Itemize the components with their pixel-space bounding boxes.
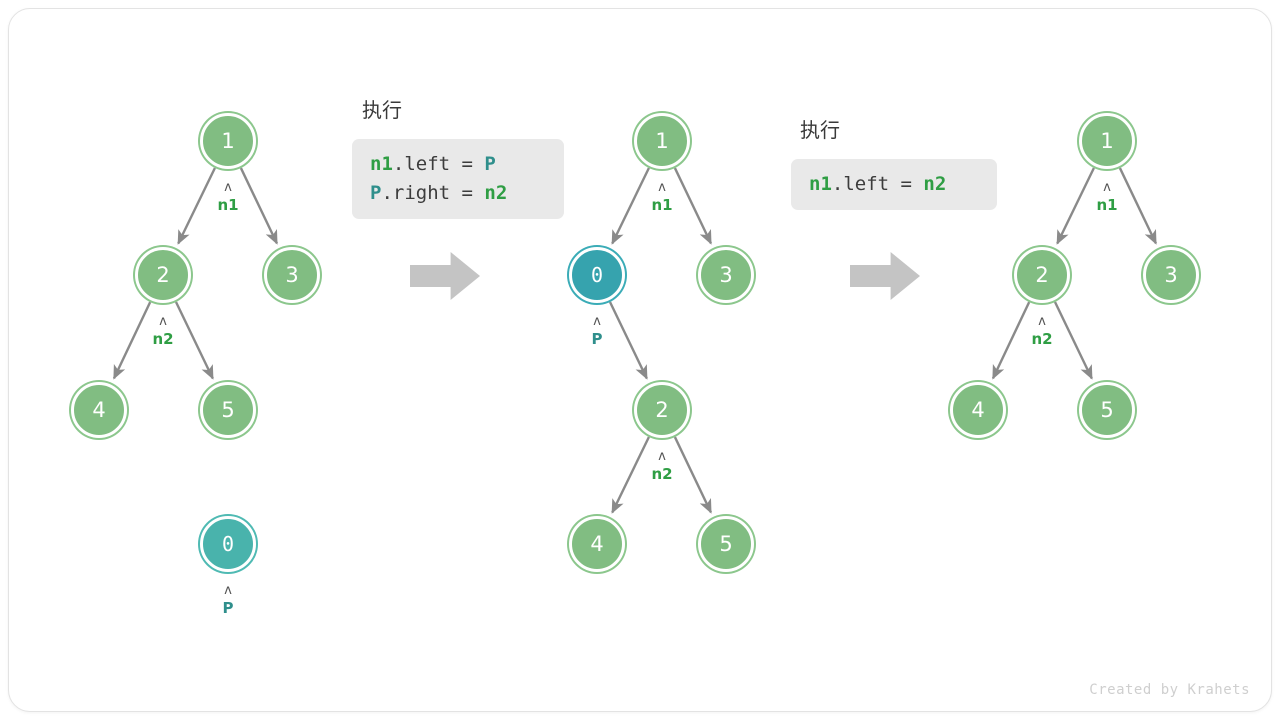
pointer-label-text: n2 [651,465,673,483]
caret-icon: ʌ [1038,314,1046,329]
tree-node: 0 [569,247,625,303]
step-2-title: 执行 [362,98,402,122]
code-line: n1.left = n2 [809,170,979,199]
tree-edge [239,167,278,245]
code-token: P [484,153,496,175]
tree-edge [112,301,152,380]
tree-node: 3 [1143,247,1199,303]
caret-icon: ʌ [224,583,232,598]
tree-edge [1053,301,1093,380]
tree-node: 2 [135,247,191,303]
node-value: 4 [92,397,106,422]
flow-arrow-2 [850,252,920,300]
tree-node: 0 [200,516,256,572]
tree-node: 4 [71,382,127,438]
node-value: 4 [971,397,985,422]
step-3-code-box: n1.left = n2 [791,159,997,210]
tree-node: 5 [1079,382,1135,438]
node-value: 3 [1164,262,1178,287]
pointer-label-text: n2 [1031,330,1053,348]
tree-edge [991,301,1031,380]
step-3-title: 执行 [800,118,840,142]
node-value: 2 [655,397,669,422]
tree-node: 4 [950,382,1006,438]
node-value: 0 [590,263,604,287]
node-value: 5 [719,531,733,556]
node-value: 3 [285,262,299,287]
tree-node: 1 [634,113,690,169]
tree-node: 5 [200,382,256,438]
tree-edge [177,167,216,245]
code-token: P [370,182,382,204]
code-line: n1.left = P [370,150,546,179]
code-token: .right = [381,182,485,204]
pointer-label-text: P [222,599,234,617]
code-token: n1 [370,153,393,175]
caret-icon: ʌ [159,314,167,329]
tree-node: 1 [1079,113,1135,169]
node-value: 4 [590,531,604,556]
tree-node: 3 [698,247,754,303]
node-value: 1 [1100,128,1114,153]
pointer-label-text: n1 [651,196,673,214]
flow-arrow-1 [410,252,480,300]
tree-node: 2 [1014,247,1070,303]
caret-icon: ʌ [658,449,666,464]
tree-edge [673,167,712,245]
tree-edge [608,301,648,380]
pointer-label-text: n2 [152,330,174,348]
tree-edge [174,301,214,380]
tree-node: 3 [264,247,320,303]
tree-node: 1 [200,113,256,169]
node-value: 5 [1100,397,1114,422]
code-token: .left = [831,173,924,195]
node-value: 0 [221,532,235,556]
pointer-label-text: P [591,330,603,348]
node-value: 5 [221,397,235,422]
pointer-label-text: n1 [217,196,239,214]
tree-node: 2 [634,382,690,438]
caret-icon: ʌ [593,314,601,329]
code-token: n2 [484,182,508,204]
caret-icon: ʌ [224,180,232,195]
pointer-label-text: n1 [1096,196,1118,214]
node-value: 2 [1035,262,1049,287]
code-token: .left = [392,153,485,175]
tree-node: 5 [698,516,754,572]
tree-edge [673,436,712,514]
tree-edge [1056,167,1095,245]
code-token: n2 [923,173,947,195]
node-value: 1 [221,128,235,153]
node-value: 3 [719,262,733,287]
node-value: 1 [655,128,669,153]
tree-node: 4 [569,516,625,572]
caret-icon: ʌ [1103,180,1111,195]
tree-edge [611,167,650,245]
tree-edge [611,436,650,514]
node-value: 2 [156,262,170,287]
code-line: P.right = n2 [370,179,546,208]
tree-edge [1118,167,1157,245]
code-token: n1 [809,173,832,195]
caret-icon: ʌ [658,180,666,195]
watermark: Created by Krahets [1089,682,1250,698]
